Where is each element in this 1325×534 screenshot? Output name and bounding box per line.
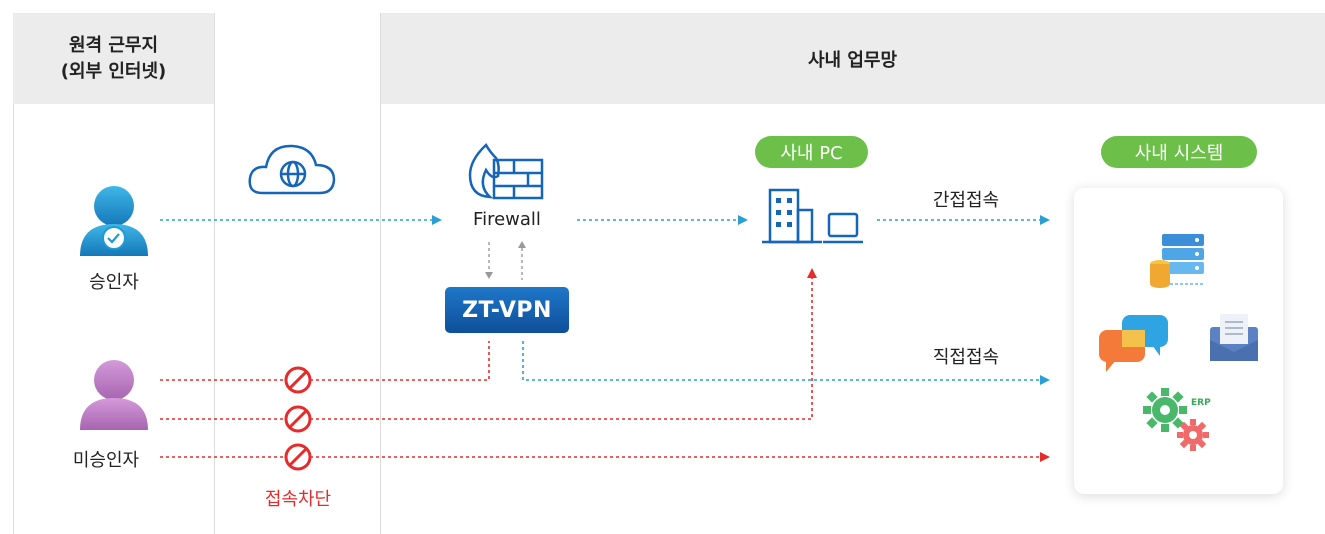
block-symbols bbox=[284, 366, 312, 471]
indirect-access-label: 간접접속 bbox=[932, 190, 1000, 211]
office-pc-pill: 사내 PC bbox=[755, 136, 868, 168]
remote-zone-title: 원격 근무지 bbox=[68, 34, 159, 56]
remote-zone-subtitle: (외부 인터넷) bbox=[60, 60, 167, 82]
divider-mid-left bbox=[214, 13, 215, 534]
office-system-pill: 사내 시스템 bbox=[1101, 136, 1257, 168]
internet-cloud-icon bbox=[248, 144, 336, 195]
firewall-vpn-link bbox=[488, 242, 523, 280]
mail-icon bbox=[1210, 314, 1258, 361]
firewall-icon bbox=[468, 143, 544, 200]
ztvpn-box: ZT-VPN bbox=[445, 287, 569, 333]
erp-gear-icon bbox=[1143, 388, 1209, 451]
firewall-label: Firewall bbox=[457, 209, 557, 230]
direct-access-label: 직접접속 bbox=[932, 347, 1000, 368]
unapproved-user-label: 미승인자 bbox=[60, 446, 152, 472]
remote-zone-header: 원격 근무지 (외부 인터넷) bbox=[13, 13, 214, 104]
server-database-icon bbox=[1150, 234, 1204, 288]
allowed-connections bbox=[160, 219, 1040, 381]
approved-user-icon bbox=[80, 186, 148, 256]
divider-mid-right bbox=[380, 13, 381, 534]
blocked-arrowheads bbox=[807, 268, 1050, 462]
chat-icon bbox=[1099, 315, 1168, 372]
internal-zone-header: 사내 업무망 bbox=[380, 13, 1325, 104]
erp-badge: ERP bbox=[1191, 398, 1211, 408]
office-pc-icon bbox=[762, 188, 863, 244]
divider-left bbox=[13, 104, 14, 534]
unapproved-user-icon bbox=[80, 360, 148, 430]
internal-zone-title: 사내 업무망 bbox=[807, 49, 898, 71]
approved-user-label: 승인자 bbox=[89, 272, 139, 293]
blocked-access-label: 접속차단 bbox=[264, 489, 332, 510]
allowed-arrowheads bbox=[432, 215, 1050, 385]
firewall-vpn-arrowheads bbox=[485, 241, 526, 279]
